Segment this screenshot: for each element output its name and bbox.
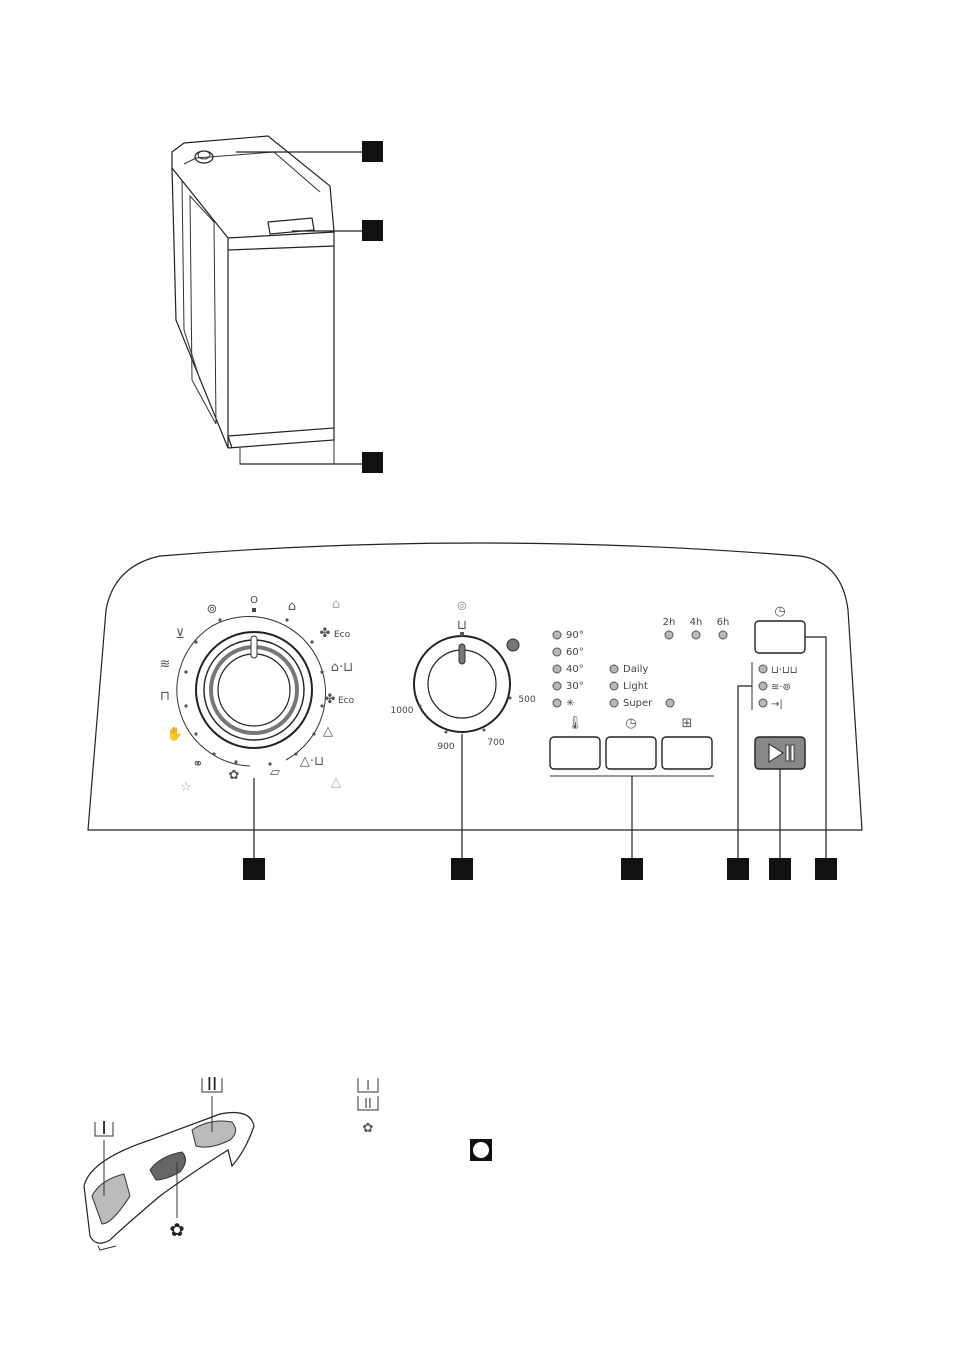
option-button-icons: 🌡 ◷ ⊞ [567,715,693,731]
dispenser-legend: I II ✿ [358,1078,492,1161]
temperature-leds: 90° 60° 40° 30° ✳ [553,630,584,709]
machine-callouts [236,141,383,473]
callout-box-3 [362,452,383,473]
legend-mark-3: ✿ [363,1121,374,1136]
mode-daily: Daily [623,664,648,675]
wool-icon: ⚭ [193,757,204,772]
rinse-icon: ≋ [160,657,171,672]
callout-box-2 [362,220,383,241]
cold-symbol: ✳ [566,698,574,709]
delay-4h: 4h [690,617,703,628]
easy-iron-icon: ⏥ [270,765,280,780]
thermometer-icon: 🌡 [567,715,584,731]
eco-prewash-label: Eco [338,696,355,706]
temp-90: 90° [566,630,584,641]
delicates-icon: ✿ [229,768,240,783]
legend-mark-2: II [364,1097,372,1112]
speed-900: 900 [437,742,454,752]
synthetics-icon: △ [331,775,341,790]
cotton-prewash-icon: ⌂·⊔ [331,660,354,675]
extra-rinse-icon: ⊞ [682,716,693,731]
panel-callout-4 [727,858,749,880]
synthetics-prewash-icon: △·⊔ [300,754,324,769]
time-saver-button[interactable] [606,737,656,769]
spin-icon: ⊚ [207,602,218,617]
spin-speed-icon: ⊚ [457,599,468,614]
delay-start-icon: ◷ [774,604,785,619]
delay-6h: 6h [717,617,730,628]
delay-leds: 2h 4h 6h [663,617,730,639]
wash-phase-icon: ⊔·⊔⊔ [771,665,798,676]
panel-callout-5 [769,858,791,880]
detergent-dispenser: I II ✿ [84,1074,254,1250]
handwash-icon: ✋ [167,726,183,742]
night-icon [507,639,519,651]
delay-2h: 2h [663,617,676,628]
speed-1000: 1000 [391,706,414,716]
end-phase-icon: →| [771,699,783,710]
phase-leds: ⊔·⊔⊔ ≋·⊚ →| [752,662,798,710]
delay-start-button[interactable] [755,621,805,653]
eco-prewash-icon: ✤ [325,692,336,707]
eco-label: Eco [334,630,351,640]
rinse-spin-phase-icon: ≋·⊚ [771,682,791,693]
temp-60: 60° [566,647,584,658]
cotton-light-icon: ⌂ [332,597,340,612]
legend-mark-1: I [366,1079,370,1094]
no-spin-icon: ⊔ [457,618,467,633]
washing-machine-illustration [172,136,334,464]
jeans-icon: ⊓ [160,689,170,704]
compartment-mark-3: ✿ [169,1220,184,1241]
cotton-icon: ⌂ [288,599,296,614]
panel-callout-1 [243,858,265,880]
panel-callout-3 [621,858,643,880]
time-mode-leds: Daily Light Super [610,664,674,709]
temp-40: 40° [566,664,584,675]
off-symbol: O [250,595,258,606]
spin-speed-dial[interactable] [414,636,510,732]
temp-30: 30° [566,681,584,692]
speed-700: 700 [487,738,504,748]
callout-box-1 [362,141,383,162]
panel-callout-2 [451,858,473,880]
program-dial[interactable] [196,632,312,748]
synthetics-light-icon: △ [323,724,333,739]
panel-callout-6 [815,858,837,880]
drain-icon: ⊻ [175,627,185,642]
time-saver-icon: ◷ [625,716,636,731]
mode-super: Super [623,698,653,709]
eco-icon: ✤ [320,626,331,641]
start-pause-button[interactable] [755,737,805,769]
mode-light: Light [623,681,648,692]
speed-500: 500 [518,695,535,705]
favourite-icon: ☆ [180,780,192,795]
extra-rinse-button[interactable] [662,737,712,769]
temperature-button[interactable] [550,737,600,769]
